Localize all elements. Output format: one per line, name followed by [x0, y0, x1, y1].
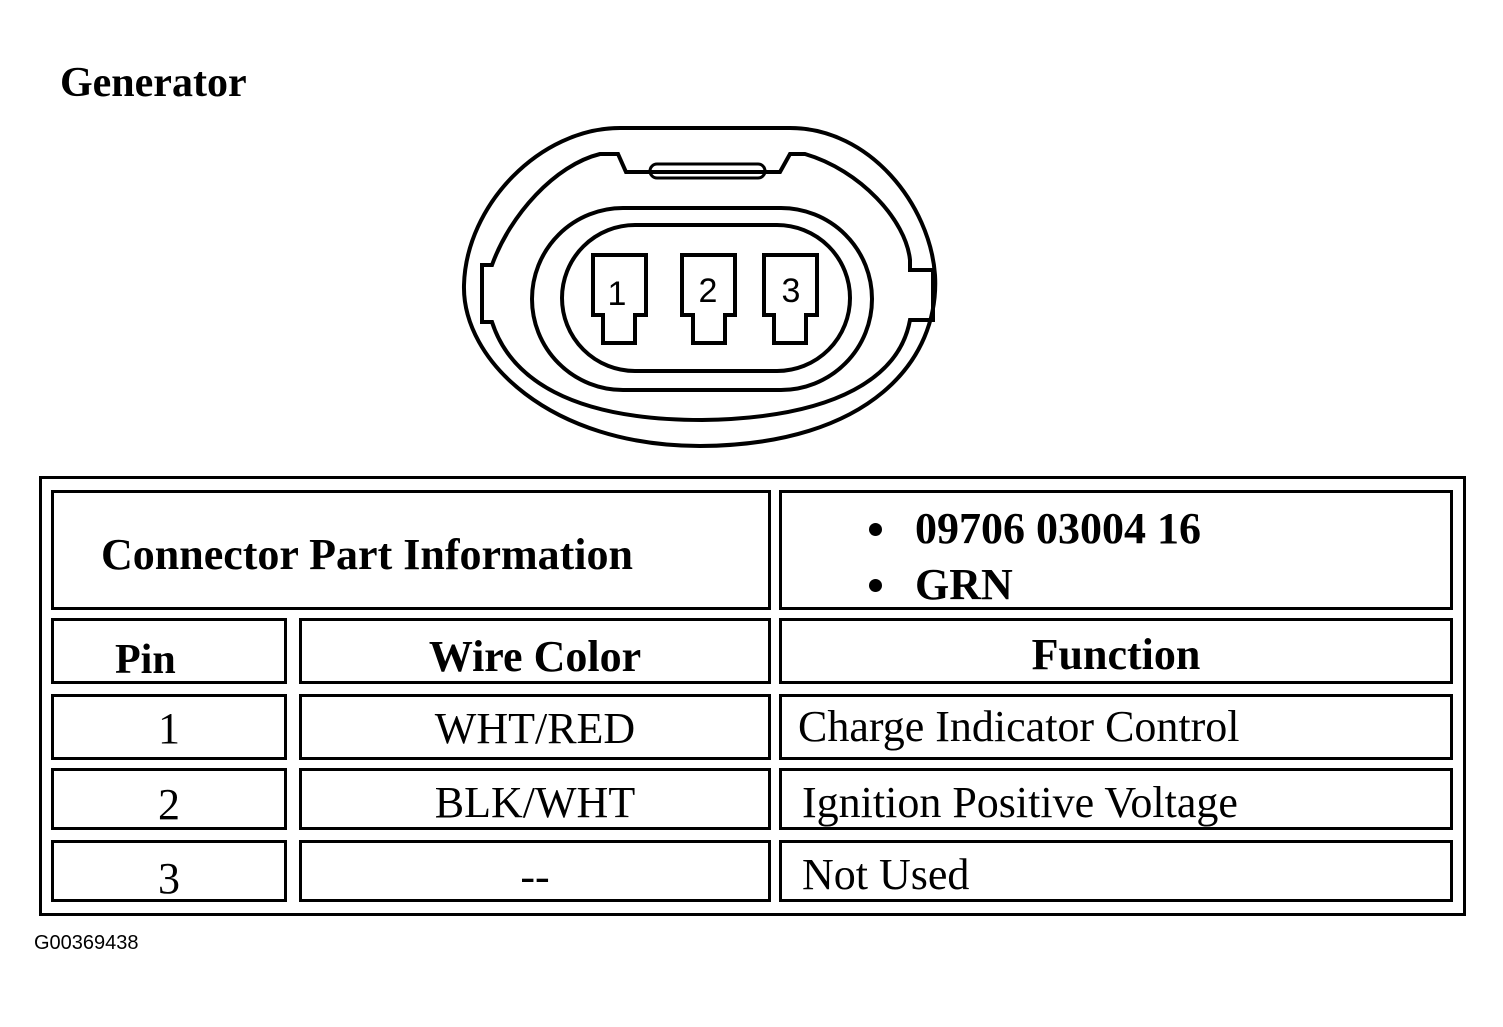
function-value: Ignition Positive Voltage: [802, 778, 1238, 827]
connector-inner-outline: [480, 152, 935, 423]
part-number: 09706 03004 16: [915, 504, 1201, 553]
pin-value: 3: [158, 854, 180, 903]
connector-color: GRN: [915, 560, 1013, 609]
table-row-2-wire-cell: BLK/WHT: [299, 768, 771, 830]
table-row-2-function-cell: Ignition Positive Voltage: [779, 768, 1453, 830]
bullet-icon: [869, 579, 882, 592]
header-pin: Pin: [115, 637, 176, 683]
part-info-label: Connector Part Information: [101, 530, 633, 579]
header-wire-color: Wire Color: [428, 632, 642, 681]
table-row-1-pin-cell: 1: [51, 694, 287, 760]
function-value: Charge Indicator Control: [798, 702, 1240, 751]
bullet-icon: [869, 523, 882, 536]
pin-3-number: 3: [782, 272, 801, 310]
pin-value: 1: [158, 704, 180, 753]
table-row-3-wire-cell: --: [299, 840, 771, 902]
pin-2-terminal: [680, 253, 737, 345]
connector-housing-outline: [461, 126, 938, 449]
latch-slot: [648, 162, 767, 180]
header-wire-color-cell: Wire Color: [299, 618, 771, 684]
figure-id: G00369438: [34, 932, 139, 954]
part-info-label-cell: Connector Part Information: [51, 490, 771, 610]
part-info-values-cell: 09706 03004 16 GRN: [779, 490, 1453, 610]
connector-face-diagram: 1 2 3: [461, 126, 938, 449]
cavity-inner-ring: [560, 223, 852, 373]
diagram-title: Generator: [60, 60, 247, 106]
wire-color-value: --: [520, 852, 550, 901]
pin-1-terminal: [591, 253, 648, 345]
pin-3-terminal: [762, 253, 819, 345]
table-row-2-pin-cell: 2: [51, 768, 287, 830]
pin-2-number: 2: [699, 272, 718, 310]
pin-1-number: 1: [608, 275, 627, 313]
table-row-3-pin-cell: 3: [51, 840, 287, 902]
table-row-1-function-cell: Charge Indicator Control: [779, 694, 1453, 760]
wire-color-value: BLK/WHT: [434, 778, 636, 827]
header-pin-cell: Pin: [51, 618, 287, 684]
table-row-3-function-cell: Not Used: [779, 840, 1453, 902]
header-function: Function: [1031, 630, 1201, 679]
header-function-cell: Function: [779, 618, 1453, 684]
table-row-1-wire-cell: WHT/RED: [299, 694, 771, 760]
wire-color-value: WHT/RED: [434, 704, 636, 753]
function-value: Not Used: [802, 850, 970, 899]
pin-value: 2: [158, 780, 180, 829]
cavity-outer-ring: [530, 206, 874, 392]
connector-table-frame: [39, 476, 1466, 916]
